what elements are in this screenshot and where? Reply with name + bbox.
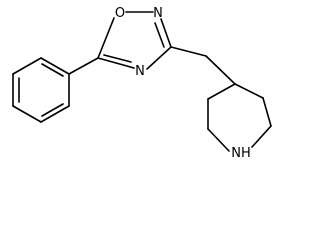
bond [207, 83, 236, 100]
bond [251, 125, 272, 148]
molecule-structure: O N N NH [12, 6, 272, 161]
bond [205, 55, 236, 85]
bond-double-inner [103, 54, 132, 63]
bond [40, 57, 70, 75]
bond [170, 46, 207, 57]
bond [97, 17, 115, 59]
bond [68, 57, 99, 75]
bond [207, 128, 230, 152]
bond [234, 83, 264, 99]
bond [262, 97, 272, 127]
bond-double-inner [41, 103, 64, 117]
bond [12, 105, 42, 123]
bond [40, 105, 70, 123]
bond-double-inner [41, 63, 64, 77]
bond [146, 46, 172, 70]
bond [160, 18, 172, 48]
oxadiazole-ring [97, 11, 172, 70]
nh-atom-label: NH [231, 146, 251, 161]
bond [97, 57, 135, 69]
phenyl-ring [12, 57, 70, 123]
nitrogen-atom-label: N [135, 64, 145, 79]
oxygen-atom-label: O [115, 6, 125, 21]
nitrogen-atom-label: N [153, 6, 163, 21]
bond [12, 57, 42, 75]
bond-double-inner [154, 22, 165, 48]
piperidine-ring [207, 83, 272, 152]
